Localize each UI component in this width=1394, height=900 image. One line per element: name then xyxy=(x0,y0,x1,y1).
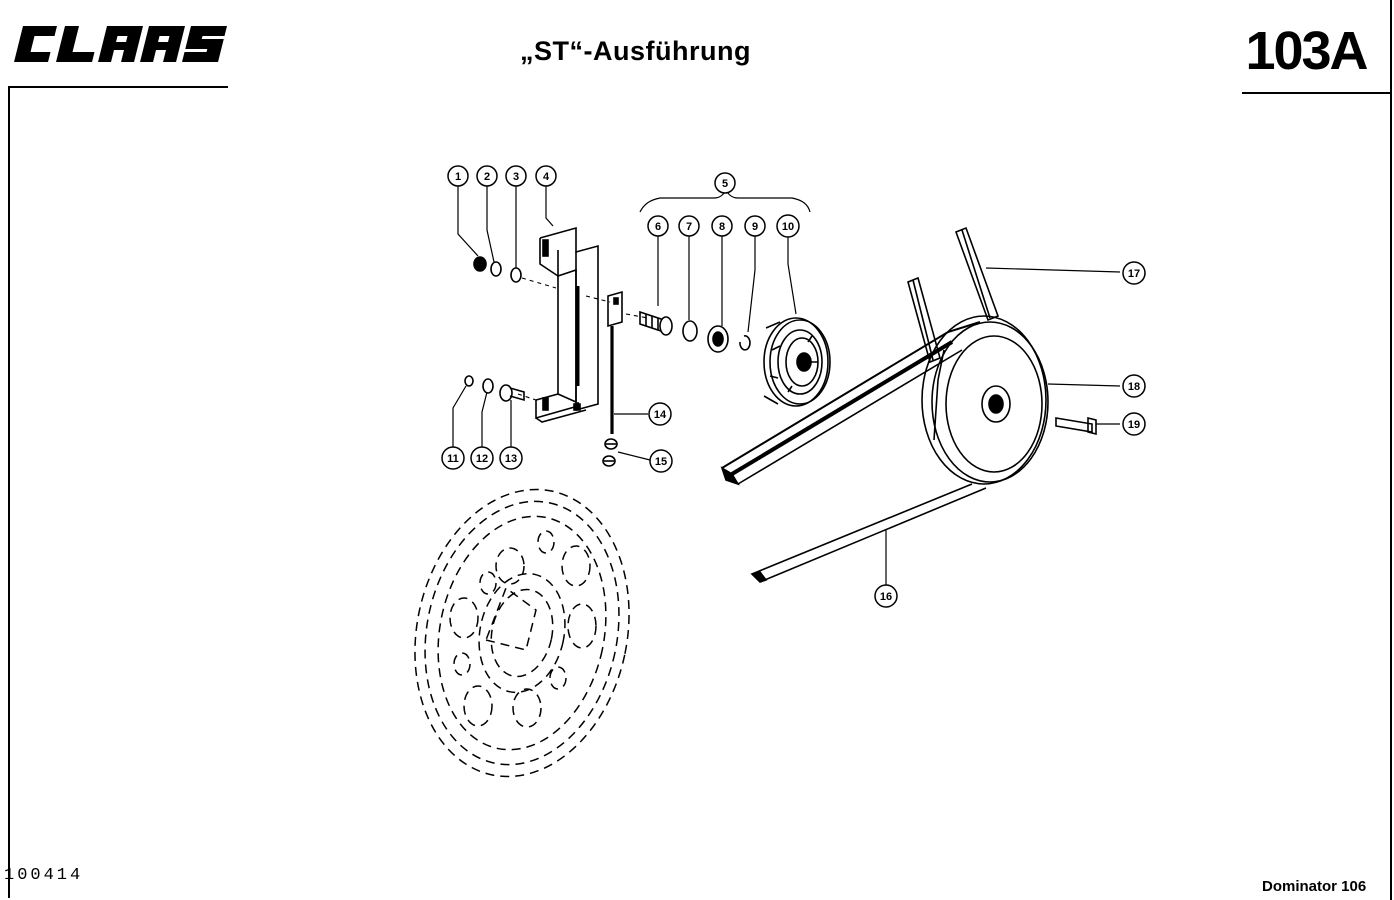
part-bracket-4 xyxy=(535,226,599,423)
callout-2: 2 xyxy=(476,165,498,187)
svg-text:5: 5 xyxy=(722,178,728,190)
svg-text:16: 16 xyxy=(880,591,892,603)
svg-text:9: 9 xyxy=(752,221,758,233)
callout-3: 3 xyxy=(505,165,527,187)
callout-15: 15 xyxy=(649,449,673,473)
claas-logo-icon xyxy=(14,26,228,62)
part-bearing-8 xyxy=(707,325,729,353)
svg-text:6: 6 xyxy=(655,221,661,233)
svg-text:18: 18 xyxy=(1128,381,1140,393)
frame-border-left xyxy=(8,86,10,898)
callout-18: 18 xyxy=(1122,374,1146,398)
model-name: Dominator 106 xyxy=(1262,878,1367,895)
svg-text:15: 15 xyxy=(655,456,667,468)
dashed-sprocket-wheel xyxy=(414,488,630,778)
header-rule-left xyxy=(8,86,228,88)
callout-1: 1 xyxy=(447,165,469,187)
callout-6: 6 xyxy=(647,215,669,237)
part-ring-7 xyxy=(682,320,698,342)
svg-text:12: 12 xyxy=(476,453,488,465)
part-circlip-9 xyxy=(739,335,751,351)
svg-text:8: 8 xyxy=(719,221,725,233)
part-pulley-18 xyxy=(921,315,1049,485)
part-nut-1 xyxy=(473,256,487,272)
document-id: 100414 xyxy=(4,866,84,885)
frame-border-right xyxy=(1390,0,1392,900)
callout-labels: 1 2 3 4 5 6 7 8 9 10 11 12 13 14 15 16 1… xyxy=(441,165,1146,608)
callout-19: 19 xyxy=(1122,412,1146,436)
callout-10: 10 xyxy=(776,214,800,238)
part-vbelt-17 xyxy=(907,226,1000,364)
part-stud-6 xyxy=(639,310,673,336)
callout-17: 17 xyxy=(1122,261,1146,285)
svg-text:19: 19 xyxy=(1128,419,1140,431)
page-title: „ST“-Ausführung xyxy=(520,36,751,66)
callout-13: 13 xyxy=(499,446,523,470)
svg-text:11: 11 xyxy=(447,453,459,465)
part-bolt-13 xyxy=(499,384,525,402)
callout-12: 12 xyxy=(470,446,494,470)
part-washer-12 xyxy=(482,378,494,394)
svg-text:14: 14 xyxy=(654,409,667,421)
part-idler-pulley-10 xyxy=(763,317,831,407)
svg-text:3: 3 xyxy=(513,171,519,183)
callout-16: 16 xyxy=(874,584,898,608)
callout-11: 11 xyxy=(441,446,465,470)
callout-5: 5 xyxy=(714,172,736,194)
part-washer-11 xyxy=(464,375,474,387)
svg-text:10: 10 xyxy=(782,221,794,233)
part-washer-2 xyxy=(490,261,502,277)
svg-text:4: 4 xyxy=(543,171,550,183)
belt-upper-run xyxy=(720,321,981,486)
callout-8: 8 xyxy=(711,215,733,237)
svg-text:17: 17 xyxy=(1128,268,1140,280)
svg-text:1: 1 xyxy=(455,171,461,183)
part-vbelt-16 xyxy=(750,483,987,583)
part-washer-3 xyxy=(510,267,522,283)
part-nuts-15 xyxy=(602,438,618,467)
svg-text:7: 7 xyxy=(686,221,692,233)
callout-14: 14 xyxy=(648,402,672,426)
part-adjusting-rod-14 xyxy=(607,290,623,434)
callout-4: 4 xyxy=(535,165,557,187)
header-rule-right xyxy=(1242,92,1390,94)
svg-text:13: 13 xyxy=(505,453,517,465)
callout-7: 7 xyxy=(678,215,700,237)
svg-text:2: 2 xyxy=(484,171,490,183)
page-number: 103A xyxy=(1245,21,1368,81)
callout-9: 9 xyxy=(744,215,766,237)
part-bolt-19 xyxy=(1055,416,1097,436)
